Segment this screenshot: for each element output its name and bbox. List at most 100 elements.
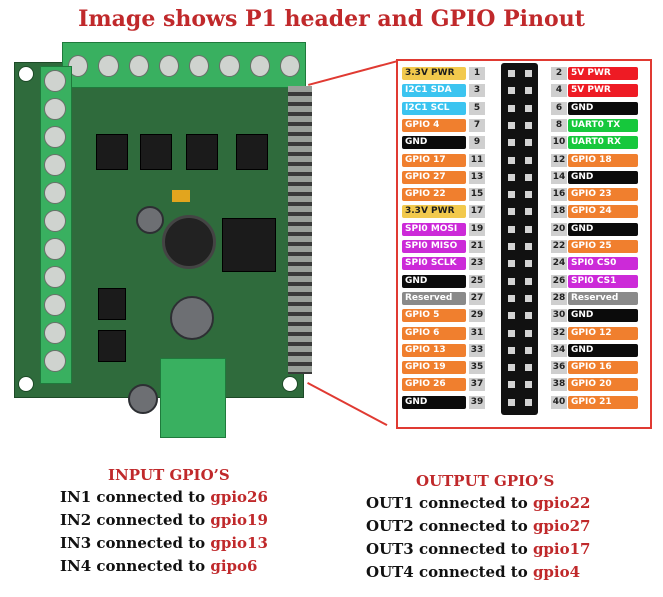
pin-number: 25 [469,275,485,288]
input-line-label: IN3 connected to [60,534,211,552]
voltage-regulator [222,218,276,272]
pin-label: 5V PWR [568,84,638,97]
header-pin [508,174,515,181]
optocoupler [96,134,128,170]
output-gpio: gpio27 [532,517,591,535]
pin-number: 39 [469,396,485,409]
header-pin [508,364,515,371]
optocoupler [140,134,172,170]
header-connector [501,63,538,415]
input-gpio: gpio26 [210,488,268,506]
header-pin [508,295,515,302]
header-pin [508,278,515,285]
output-line: OUT4 connected to gpio4 [366,563,580,581]
pin-number: 27 [469,292,485,305]
header-pin [525,139,532,146]
screw-terminal [44,154,66,176]
screw-terminal [44,266,66,288]
output-gpio: gpio4 [532,563,581,581]
pin-label: SPI0 SCLK [402,257,466,270]
callout-line [307,382,388,427]
screw-terminal [189,55,210,77]
output-line-label: OUT2 connected to [366,517,533,535]
optocoupler [186,134,218,170]
screw-terminal [44,182,66,204]
pin-label: GPIO 25 [568,240,638,253]
capacitor [128,384,158,414]
input-gpio: gipo6 [210,557,258,575]
screw-terminal [158,55,179,77]
screw-terminal [219,55,240,77]
pin-label: Reserved [402,292,466,305]
pin-number: 33 [469,344,485,357]
pin-label: UART0 RX [568,136,638,149]
pin-number: 21 [469,240,485,253]
inductor [162,215,216,269]
pin-label: GPIO 13 [402,344,466,357]
header-pin [525,122,532,129]
input-line: IN4 connected to gipo6 [60,557,257,575]
header-pin [508,122,515,129]
header-pin [525,312,532,319]
optocoupler [98,288,126,320]
screw-terminal [44,70,66,92]
pin-number: 23 [469,257,485,270]
pin-label: GPIO 20 [568,378,638,391]
pin-label: GPIO 22 [402,188,466,201]
pin-number: 28 [551,292,567,305]
pin-number: 9 [469,136,485,149]
pin-number: 32 [551,327,567,340]
screw-terminal [44,98,66,120]
pin-number: 7 [469,119,485,132]
header-pin [508,260,515,267]
pin-number: 38 [551,378,567,391]
pin-label: GPIO 17 [402,154,466,167]
header-pin [508,191,515,198]
top-terminal-block [62,42,306,88]
header-pin [525,330,532,337]
pin-number: 10 [551,136,567,149]
pin-label: GPIO 26 [402,378,466,391]
pin-label: GPIO 27 [402,171,466,184]
header-pin [508,347,515,354]
pin-number: 3 [469,84,485,97]
capacitor [170,296,214,340]
pin-number: 18 [551,205,567,218]
output-gpio: gpio17 [532,540,591,558]
pin-label: GND [568,171,638,184]
pin-label: GPIO 16 [568,361,638,374]
pin-label: I2C1 SCL [402,102,466,115]
pin-number: 6 [551,102,567,115]
header-pin [525,208,532,215]
pin-label: SPI0 MISO [402,240,466,253]
header-pin [525,295,532,302]
header-pin [508,381,515,388]
output-line: OUT3 connected to gpio17 [366,540,591,558]
pin-number: 36 [551,361,567,374]
header-pin [508,208,515,215]
output-line-label: OUT1 connected to [366,494,533,512]
header-pin [525,381,532,388]
pin-label: GPIO 23 [568,188,638,201]
header-pin [508,157,515,164]
pin-number: 2 [551,67,567,80]
header-pin [508,105,515,112]
pin-number: 16 [551,188,567,201]
screw-terminal [249,55,270,77]
pin-number: 22 [551,240,567,253]
header-pin [525,260,532,267]
pin-number: 11 [469,154,485,167]
pin-number: 35 [469,361,485,374]
input-line-label: IN1 connected to [60,488,211,506]
header-pin [508,399,515,406]
pin-number: 29 [469,309,485,322]
pin-number: 8 [551,119,567,132]
header-pin [525,347,532,354]
pin-number: 30 [551,309,567,322]
pin-label: I2C1 SDA [402,84,466,97]
screw-terminal [44,294,66,316]
pin-number: 13 [469,171,485,184]
pin-label: GND [402,136,466,149]
pin-number: 40 [551,396,567,409]
screw-terminal [98,55,119,77]
